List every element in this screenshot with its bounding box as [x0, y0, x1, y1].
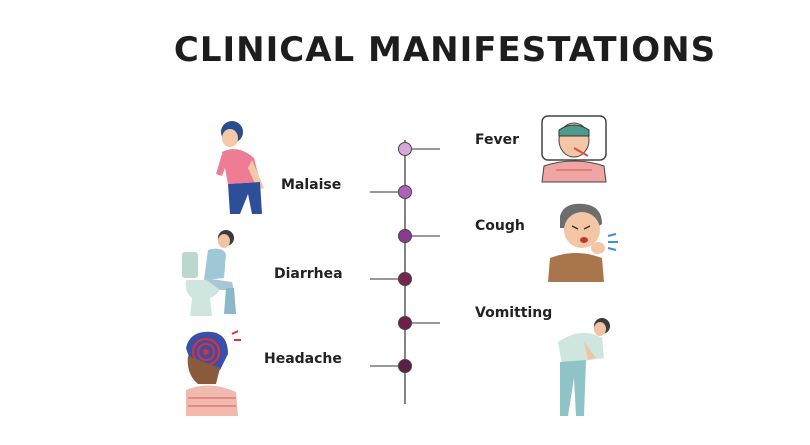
vomiting-person-icon [558, 318, 610, 416]
label-vomitting: Vomitting [475, 305, 553, 321]
dot-fever [398, 142, 412, 156]
label-cough: Cough [475, 218, 525, 234]
dot-malaise [398, 185, 412, 199]
label-headache: Headache [264, 351, 342, 367]
dot-diarrhea [398, 272, 412, 286]
headache-person-icon [186, 330, 241, 416]
label-diarrhea: Diarrhea [274, 266, 343, 282]
page-title: CLINICAL MANIFESTATIONS [173, 30, 717, 70]
diarrhea-person-icon [182, 230, 236, 316]
dot-headache [398, 359, 412, 373]
dot-cough [398, 229, 412, 243]
label-fever: Fever [475, 132, 520, 148]
cough-person-icon [548, 203, 618, 282]
dot-vomitting [398, 316, 412, 330]
fever-person-icon [541, 115, 607, 183]
label-malaise: Malaise [281, 177, 342, 193]
malaise-person-icon [216, 121, 264, 214]
